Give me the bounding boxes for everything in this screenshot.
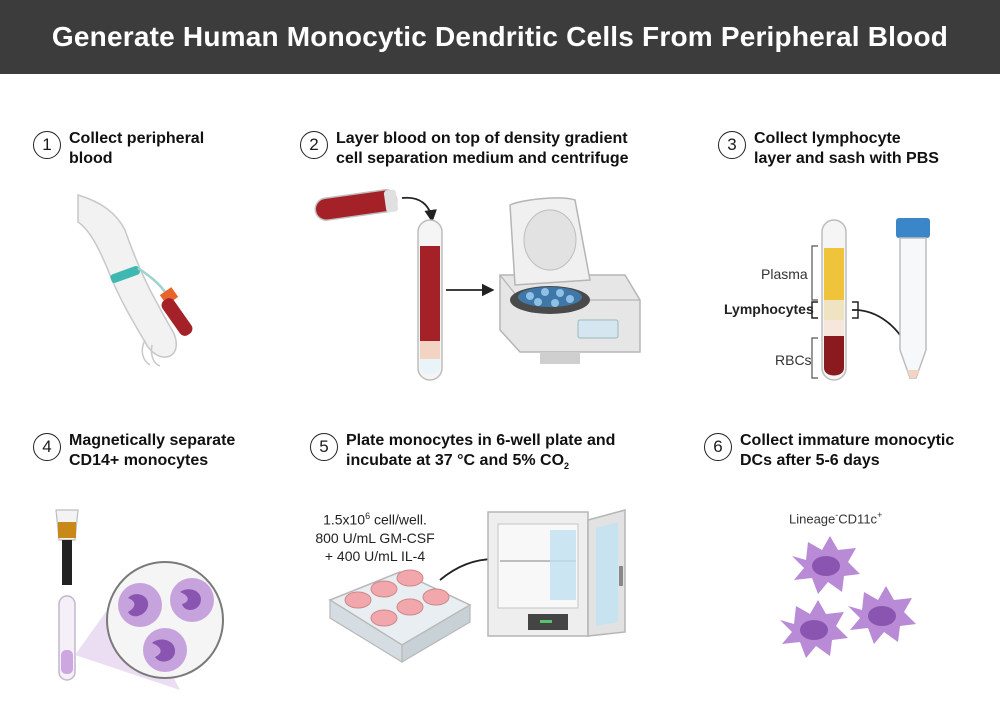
page-title: Generate Human Monocytic Dendritic Cells… (51, 21, 949, 52)
step-number: 6 (704, 433, 732, 461)
step-title-line: Collect immature monocytic (740, 432, 955, 449)
il4-text: + 400 U/mL IL-4 (324, 547, 426, 564)
step-5: 5 Plate monocytes in 6-well plate and inc… (310, 432, 616, 476)
step-title-line: DCs after 5-6 days (740, 452, 880, 469)
step-title-line: Magnetically separate (69, 432, 236, 449)
step-number: 2 (300, 131, 328, 159)
step-title-line: cell separation medium and centrifuge (336, 150, 629, 167)
step-number: 4 (33, 433, 61, 461)
gm-csf-text: 800 U/mL GM-CSF (315, 529, 435, 546)
co2-subscript: 2 (564, 461, 570, 472)
step-number: 3 (718, 131, 746, 159)
dendritic-cells-illustration (780, 536, 916, 658)
magnetic-separation-illustration (55, 509, 224, 690)
step-title-line: incubate at 37 °C and 5% CO2 (346, 451, 615, 476)
step-number: 5 (310, 433, 338, 461)
lymphocytes-label: Lymphocytes (724, 301, 814, 317)
cell-density-text: 1.5x106 cell/well. (323, 511, 427, 528)
marker-label: Lineage-CD11c+ (789, 510, 883, 527)
culture-conditions: 1.5x106 cell/well. 800 U/mL GM-CSF + 400… (300, 507, 450, 565)
arm-blood-draw-illustration (77, 193, 193, 367)
step-number: 1 (33, 131, 61, 159)
step-title-line: blood (69, 150, 113, 167)
rbcs-label: RBCs (775, 352, 812, 368)
step-title-line: Collect peripheral (69, 130, 205, 147)
header-bar: Generate Human Monocytic Dendritic Cells… (0, 0, 1000, 74)
step-title-line: CD14+ monocytes (69, 452, 209, 469)
step-title-line: Layer blood on top of density gradient (336, 130, 628, 147)
step-3: 3 Collect lymphocyte layer and sash with … (718, 130, 939, 169)
step-title-text: incubate at 37 °C and 5% CO (346, 452, 565, 469)
blood-layering-illustration (314, 189, 641, 381)
step-title-line: layer and sash with PBS (754, 150, 939, 167)
step-title-line: Collect lymphocyte (754, 130, 901, 147)
step-title-line: Plate monocytes in 6-well plate and (346, 432, 616, 449)
density-gradient-tube-illustration (811, 218, 930, 381)
step-1: 1 Collect peripheral blood (33, 130, 205, 169)
plate-incubator-illustration (328, 509, 626, 664)
step-2: 2 Layer blood on top of density gradient… (300, 130, 629, 169)
plasma-label: Plasma (761, 266, 808, 282)
